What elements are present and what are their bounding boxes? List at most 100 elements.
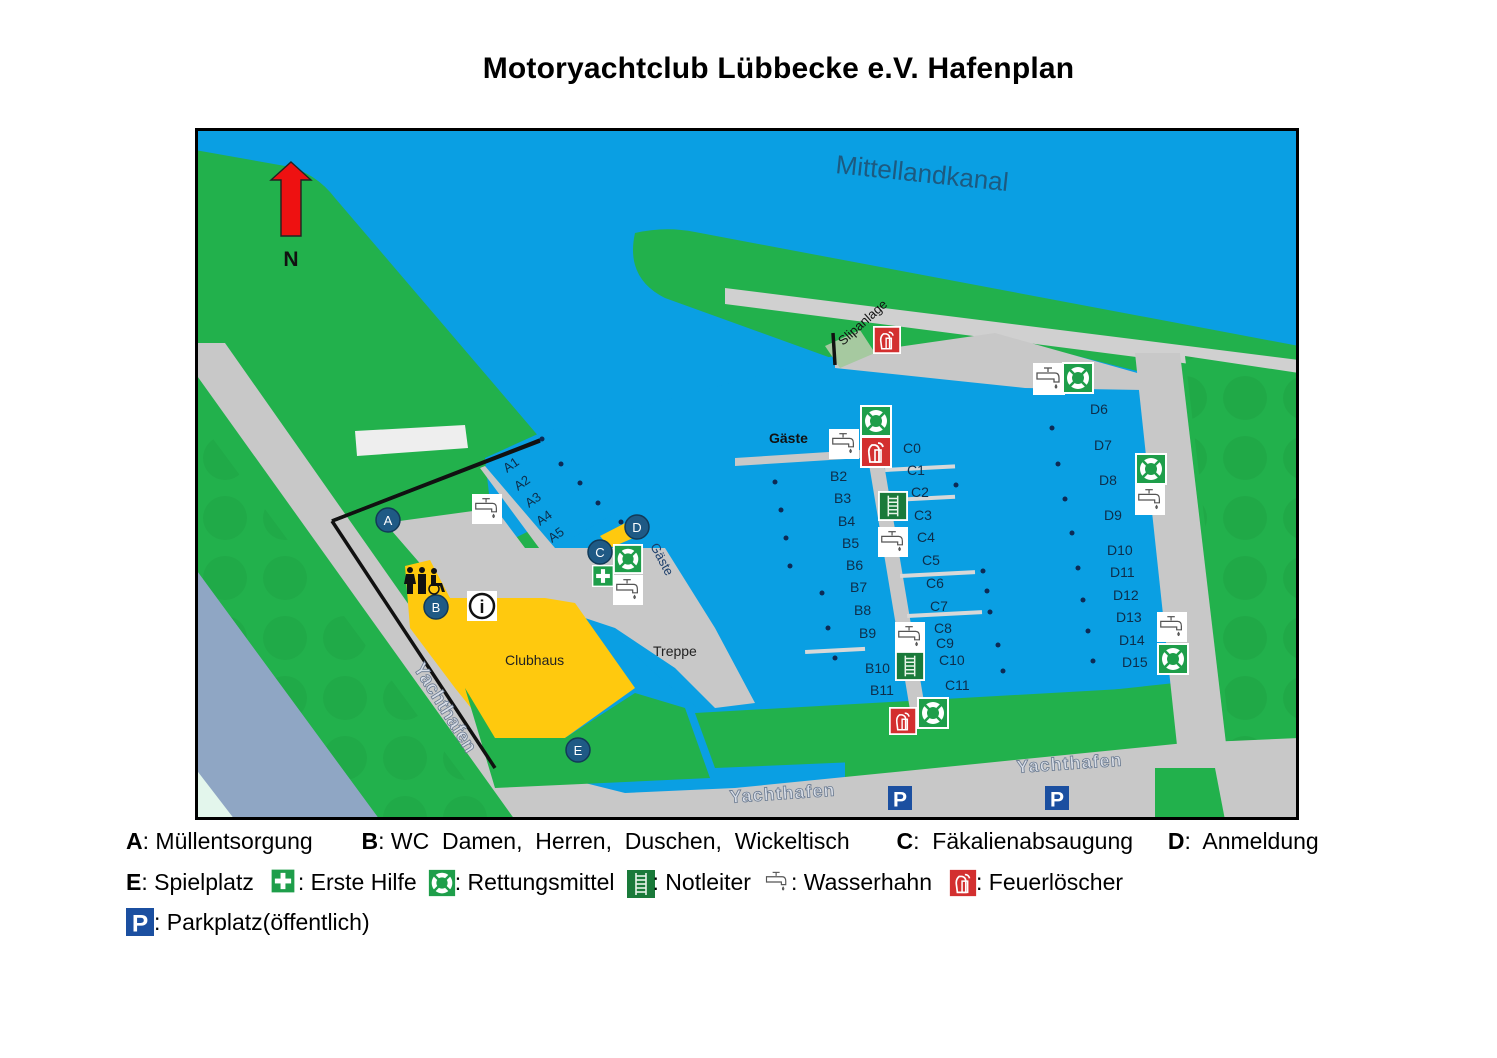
legend-item-rescue: : Rettungsmittel	[427, 868, 615, 896]
berth-label: B10	[865, 660, 890, 676]
north-label: N	[283, 248, 298, 271]
guests-label-top: Gäste	[769, 430, 808, 446]
svg-text:B: B	[432, 600, 441, 615]
fire-extinguisher-icon	[873, 326, 901, 354]
water-tap-icon	[895, 622, 925, 652]
svg-text:i: i	[479, 597, 484, 617]
mooring-posts	[539, 425, 1096, 674]
legend-item-a: A: Müllentsorgung	[126, 828, 313, 854]
emergency-ladder-icon	[895, 650, 925, 682]
berth-label: D15	[1122, 654, 1148, 670]
emergency-ladder-icon	[878, 490, 908, 522]
berth-label: C2	[911, 484, 929, 500]
berth-label: A2	[511, 472, 533, 493]
water-tap-icon	[829, 429, 859, 459]
berth-label: D9	[1104, 507, 1122, 523]
berth-label: D7	[1094, 437, 1112, 453]
berth-label: A1	[500, 454, 522, 475]
berth-label: D12	[1113, 587, 1139, 603]
clubhouse-building	[405, 560, 635, 738]
berth-label: D8	[1099, 472, 1117, 488]
facility-marker-a[interactable]: A	[375, 507, 401, 533]
life-ring-icon	[1157, 642, 1189, 676]
wc-icon	[404, 567, 445, 595]
berth-label: C0	[903, 440, 921, 456]
berth-label: D11	[1110, 564, 1135, 580]
berths-c: C0 C1 C2 C3 C4 C5 C6 C7 C8 C9 C10 C11	[903, 440, 970, 693]
facility-marker-b[interactable]: B	[423, 594, 449, 620]
parking-icon	[126, 908, 154, 936]
life-ring-icon	[427, 868, 455, 896]
legend-item-c: C: Fäkalienabsaugung	[896, 828, 1134, 854]
berth-label: D13	[1116, 609, 1142, 625]
berth-label: D10	[1107, 542, 1133, 558]
parking-icon[interactable]	[1045, 786, 1069, 811]
berth-label: C9	[936, 635, 954, 651]
berth-label: C8	[934, 620, 952, 636]
berth-label: B11	[870, 682, 894, 698]
berth-label: B8	[854, 602, 871, 618]
berth-label: B6	[846, 557, 863, 573]
legend-item-e: E: Spielplatz	[126, 868, 254, 895]
berth-label: D6	[1090, 401, 1108, 417]
berths-b: B2 B3 B4 B5 B6 B7 B8 B9 B10 B11	[830, 468, 894, 698]
page-title: Motoryachtclub Lübbecke e.V. Hafenplan	[482, 52, 1075, 85]
legend-item-first-aid: : Erste Hilfe	[270, 868, 417, 896]
life-ring-icon	[860, 405, 892, 437]
life-ring-icon	[613, 544, 643, 574]
legend-row-2: E: Spielplatz : Erste Hilfe : Rettungsmi…	[126, 868, 1123, 896]
emergency-ladder-icon	[625, 868, 653, 896]
water-tap-icon	[1033, 363, 1065, 395]
berth-label: C11	[945, 677, 970, 693]
legend-item-b: B: WC Damen, Herren, Duschen, Wickeltisc…	[361, 828, 850, 854]
svg-text:A: A	[384, 513, 393, 528]
berths-d: D6 D7 D8 D9 D10 D11 D12 D13 D14 D15	[1090, 401, 1148, 670]
berths-a: A1 A2 A3 A4 A5	[500, 454, 567, 545]
legend-row-3: : Parkplatz(öffentlich)	[126, 908, 370, 936]
parking-icon[interactable]	[888, 786, 912, 811]
svg-text:D: D	[632, 520, 641, 535]
legend-item-ladder: : Notleiter	[625, 868, 751, 896]
berth-label: B3	[834, 490, 851, 506]
clubhouse-label: Clubhaus	[505, 652, 564, 668]
facility-marker-e[interactable]: E	[565, 737, 591, 763]
water-tap-icon	[763, 868, 791, 896]
berth-label: A3	[522, 489, 544, 510]
berth-label: C10	[939, 652, 965, 668]
life-ring-icon	[1062, 362, 1094, 394]
info-icon: i	[467, 591, 497, 621]
fire-extinguisher-icon	[860, 436, 892, 468]
first-aid-icon	[592, 565, 614, 587]
water-tap-icon	[1157, 612, 1187, 642]
legend-item-fire: : Feuerlöscher	[948, 868, 1123, 896]
legend-item-d: D: Anmeldung	[1167, 828, 1319, 854]
north-arrow: N	[269, 161, 313, 271]
road-yachthafen-south	[525, 738, 1299, 820]
fire-extinguisher-icon	[948, 868, 976, 896]
water-tap-icon	[878, 526, 908, 558]
legend-row-1: A: Müllentsorgung B: WC Damen, Herren, D…	[126, 828, 1319, 855]
life-ring-icon	[1135, 453, 1167, 485]
svg-text:E: E	[574, 743, 583, 758]
berth-label: C1	[907, 462, 925, 478]
berth-label: A4	[533, 507, 555, 528]
berth-label: B9	[859, 625, 876, 641]
water-tap-icon	[472, 494, 502, 524]
berth-label: B5	[842, 535, 859, 551]
legend-item-tap: : Wasserhahn	[763, 868, 932, 896]
water-tap-icon	[1135, 485, 1165, 515]
legend-item-parking: : Parkplatz(öffentlich)	[126, 908, 370, 936]
first-aid-icon	[270, 868, 298, 896]
life-ring-icon	[917, 697, 949, 729]
berth-label: C3	[914, 507, 932, 523]
berth-label: C6	[926, 575, 944, 591]
berth-label: C4	[917, 529, 935, 545]
berth-label: D14	[1119, 632, 1145, 648]
facility-marker-c[interactable]: C	[587, 539, 613, 565]
berth-label: C7	[930, 598, 948, 614]
facility-marker-d[interactable]: D	[624, 514, 650, 540]
harbor-map: P	[195, 128, 1299, 820]
fire-extinguisher-icon	[889, 706, 917, 736]
berth-label: A5	[545, 524, 567, 545]
water-tap-icon	[613, 575, 643, 605]
